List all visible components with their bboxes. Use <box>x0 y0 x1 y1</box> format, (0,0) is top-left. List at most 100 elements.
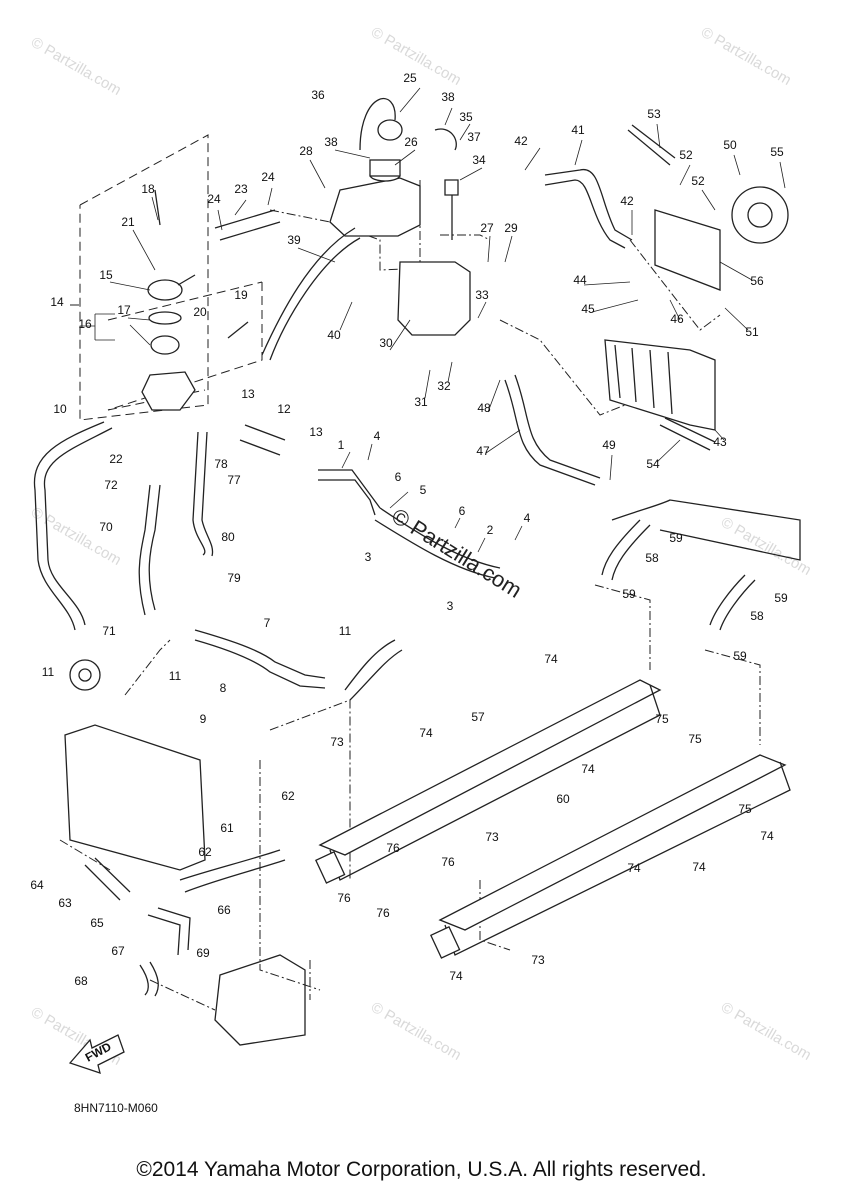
assembly-outlines <box>59 134 761 1011</box>
callout-66: 66 <box>217 903 231 917</box>
watermark: © Partzilla.com <box>28 504 124 569</box>
callout-18: 18 <box>141 182 155 196</box>
callout-74: 74 <box>627 861 641 875</box>
callout-64: 64 <box>30 878 44 892</box>
callout-29: 29 <box>504 221 518 235</box>
callout-76: 76 <box>386 841 400 855</box>
callout-59: 59 <box>622 587 636 601</box>
callout-65: 65 <box>90 916 104 930</box>
callout-35: 35 <box>459 110 473 124</box>
callout-74: 74 <box>760 829 774 843</box>
callout-27: 27 <box>480 221 494 235</box>
leader-lines <box>80 87 786 553</box>
callout-19: 19 <box>234 288 248 302</box>
callout-71: 71 <box>102 624 116 638</box>
callout-20: 20 <box>193 305 207 319</box>
callout-34: 34 <box>472 153 486 167</box>
callout-76: 76 <box>376 906 390 920</box>
callout-46: 46 <box>670 312 684 326</box>
callout-24: 24 <box>207 192 221 206</box>
callout-3: 3 <box>447 599 454 613</box>
callout-74: 74 <box>449 969 463 983</box>
callout-55: 55 <box>770 145 784 159</box>
callout-72: 72 <box>104 478 118 492</box>
callout-74: 74 <box>419 726 433 740</box>
callout-10: 10 <box>53 402 67 416</box>
callout-32: 32 <box>437 379 451 393</box>
copyright-notice: ©2014 Yamaha Motor Corporation, U.S.A. A… <box>136 1158 707 1181</box>
callout-6: 6 <box>459 504 466 518</box>
callout-77: 77 <box>227 473 241 487</box>
callout-31: 31 <box>414 395 428 409</box>
callout-57: 57 <box>471 710 485 724</box>
callout-24: 24 <box>261 170 275 184</box>
callout-6: 6 <box>395 470 402 484</box>
callout-7: 7 <box>264 616 271 630</box>
callout-73: 73 <box>531 953 545 967</box>
callout-52: 52 <box>679 148 693 162</box>
thermostat-assembly <box>141 189 249 411</box>
radiator-group <box>504 124 801 631</box>
callout-11: 11 <box>169 669 182 683</box>
callout-39: 39 <box>287 233 301 247</box>
watermark: © Partzilla.com <box>28 34 124 99</box>
callout-9: 9 <box>200 712 207 726</box>
callout-50: 50 <box>723 138 737 152</box>
callout-67: 67 <box>111 944 125 958</box>
callout-73: 73 <box>485 830 499 844</box>
callout-28: 28 <box>299 144 313 158</box>
callout-2: 2 <box>487 523 494 537</box>
center-watermark: © Partzilla.com <box>387 503 526 603</box>
callout-4: 4 <box>524 511 531 525</box>
callout-59: 59 <box>669 531 683 545</box>
callout-70: 70 <box>99 520 113 534</box>
callout-30: 30 <box>379 336 393 350</box>
callout-13: 13 <box>241 387 255 401</box>
callout-56: 56 <box>750 274 764 288</box>
callout-44: 44 <box>573 273 587 287</box>
callout-62: 62 <box>198 845 212 859</box>
callout-40: 40 <box>327 328 341 342</box>
callout-76: 76 <box>441 855 455 869</box>
callout-69: 69 <box>196 946 210 960</box>
callout-78: 78 <box>214 457 228 471</box>
watermark: © Partzilla.com <box>718 999 814 1064</box>
callout-4: 4 <box>374 429 381 443</box>
callout-75: 75 <box>738 802 752 816</box>
callout-49: 49 <box>602 438 616 452</box>
callout-45: 45 <box>581 302 595 316</box>
callout-41: 41 <box>571 123 585 137</box>
callout-43: 43 <box>713 435 727 449</box>
callout-33: 33 <box>475 288 489 302</box>
callout-54: 54 <box>646 457 660 471</box>
watermark: © Partzilla.com <box>698 24 794 89</box>
callout-13: 13 <box>309 425 323 439</box>
callout-16: 16 <box>78 317 92 331</box>
callout-36: 36 <box>311 88 325 102</box>
callout-61: 61 <box>220 821 234 835</box>
callout-58: 58 <box>750 609 764 623</box>
callout-73: 73 <box>330 735 344 749</box>
callout-15: 15 <box>99 268 113 282</box>
callout-59: 59 <box>733 649 747 663</box>
callout-25: 25 <box>403 71 417 85</box>
callout-79: 79 <box>227 571 241 585</box>
callout-5: 5 <box>420 483 427 497</box>
callout-75: 75 <box>655 712 669 726</box>
callout-14: 14 <box>50 295 64 309</box>
watermark: © Partzilla.com <box>368 999 464 1064</box>
callout-38: 38 <box>324 135 338 149</box>
callout-60: 60 <box>556 792 570 806</box>
callout-53: 53 <box>647 107 661 121</box>
callout-26: 26 <box>404 135 418 149</box>
callout-47: 47 <box>476 444 490 458</box>
callout-1: 1 <box>338 438 345 452</box>
callout-52: 52 <box>691 174 705 188</box>
callout-51: 51 <box>745 325 759 339</box>
callout-3: 3 <box>365 550 372 564</box>
callout-74: 74 <box>581 762 595 776</box>
callout-22: 22 <box>109 452 123 466</box>
callout-48: 48 <box>477 401 491 415</box>
